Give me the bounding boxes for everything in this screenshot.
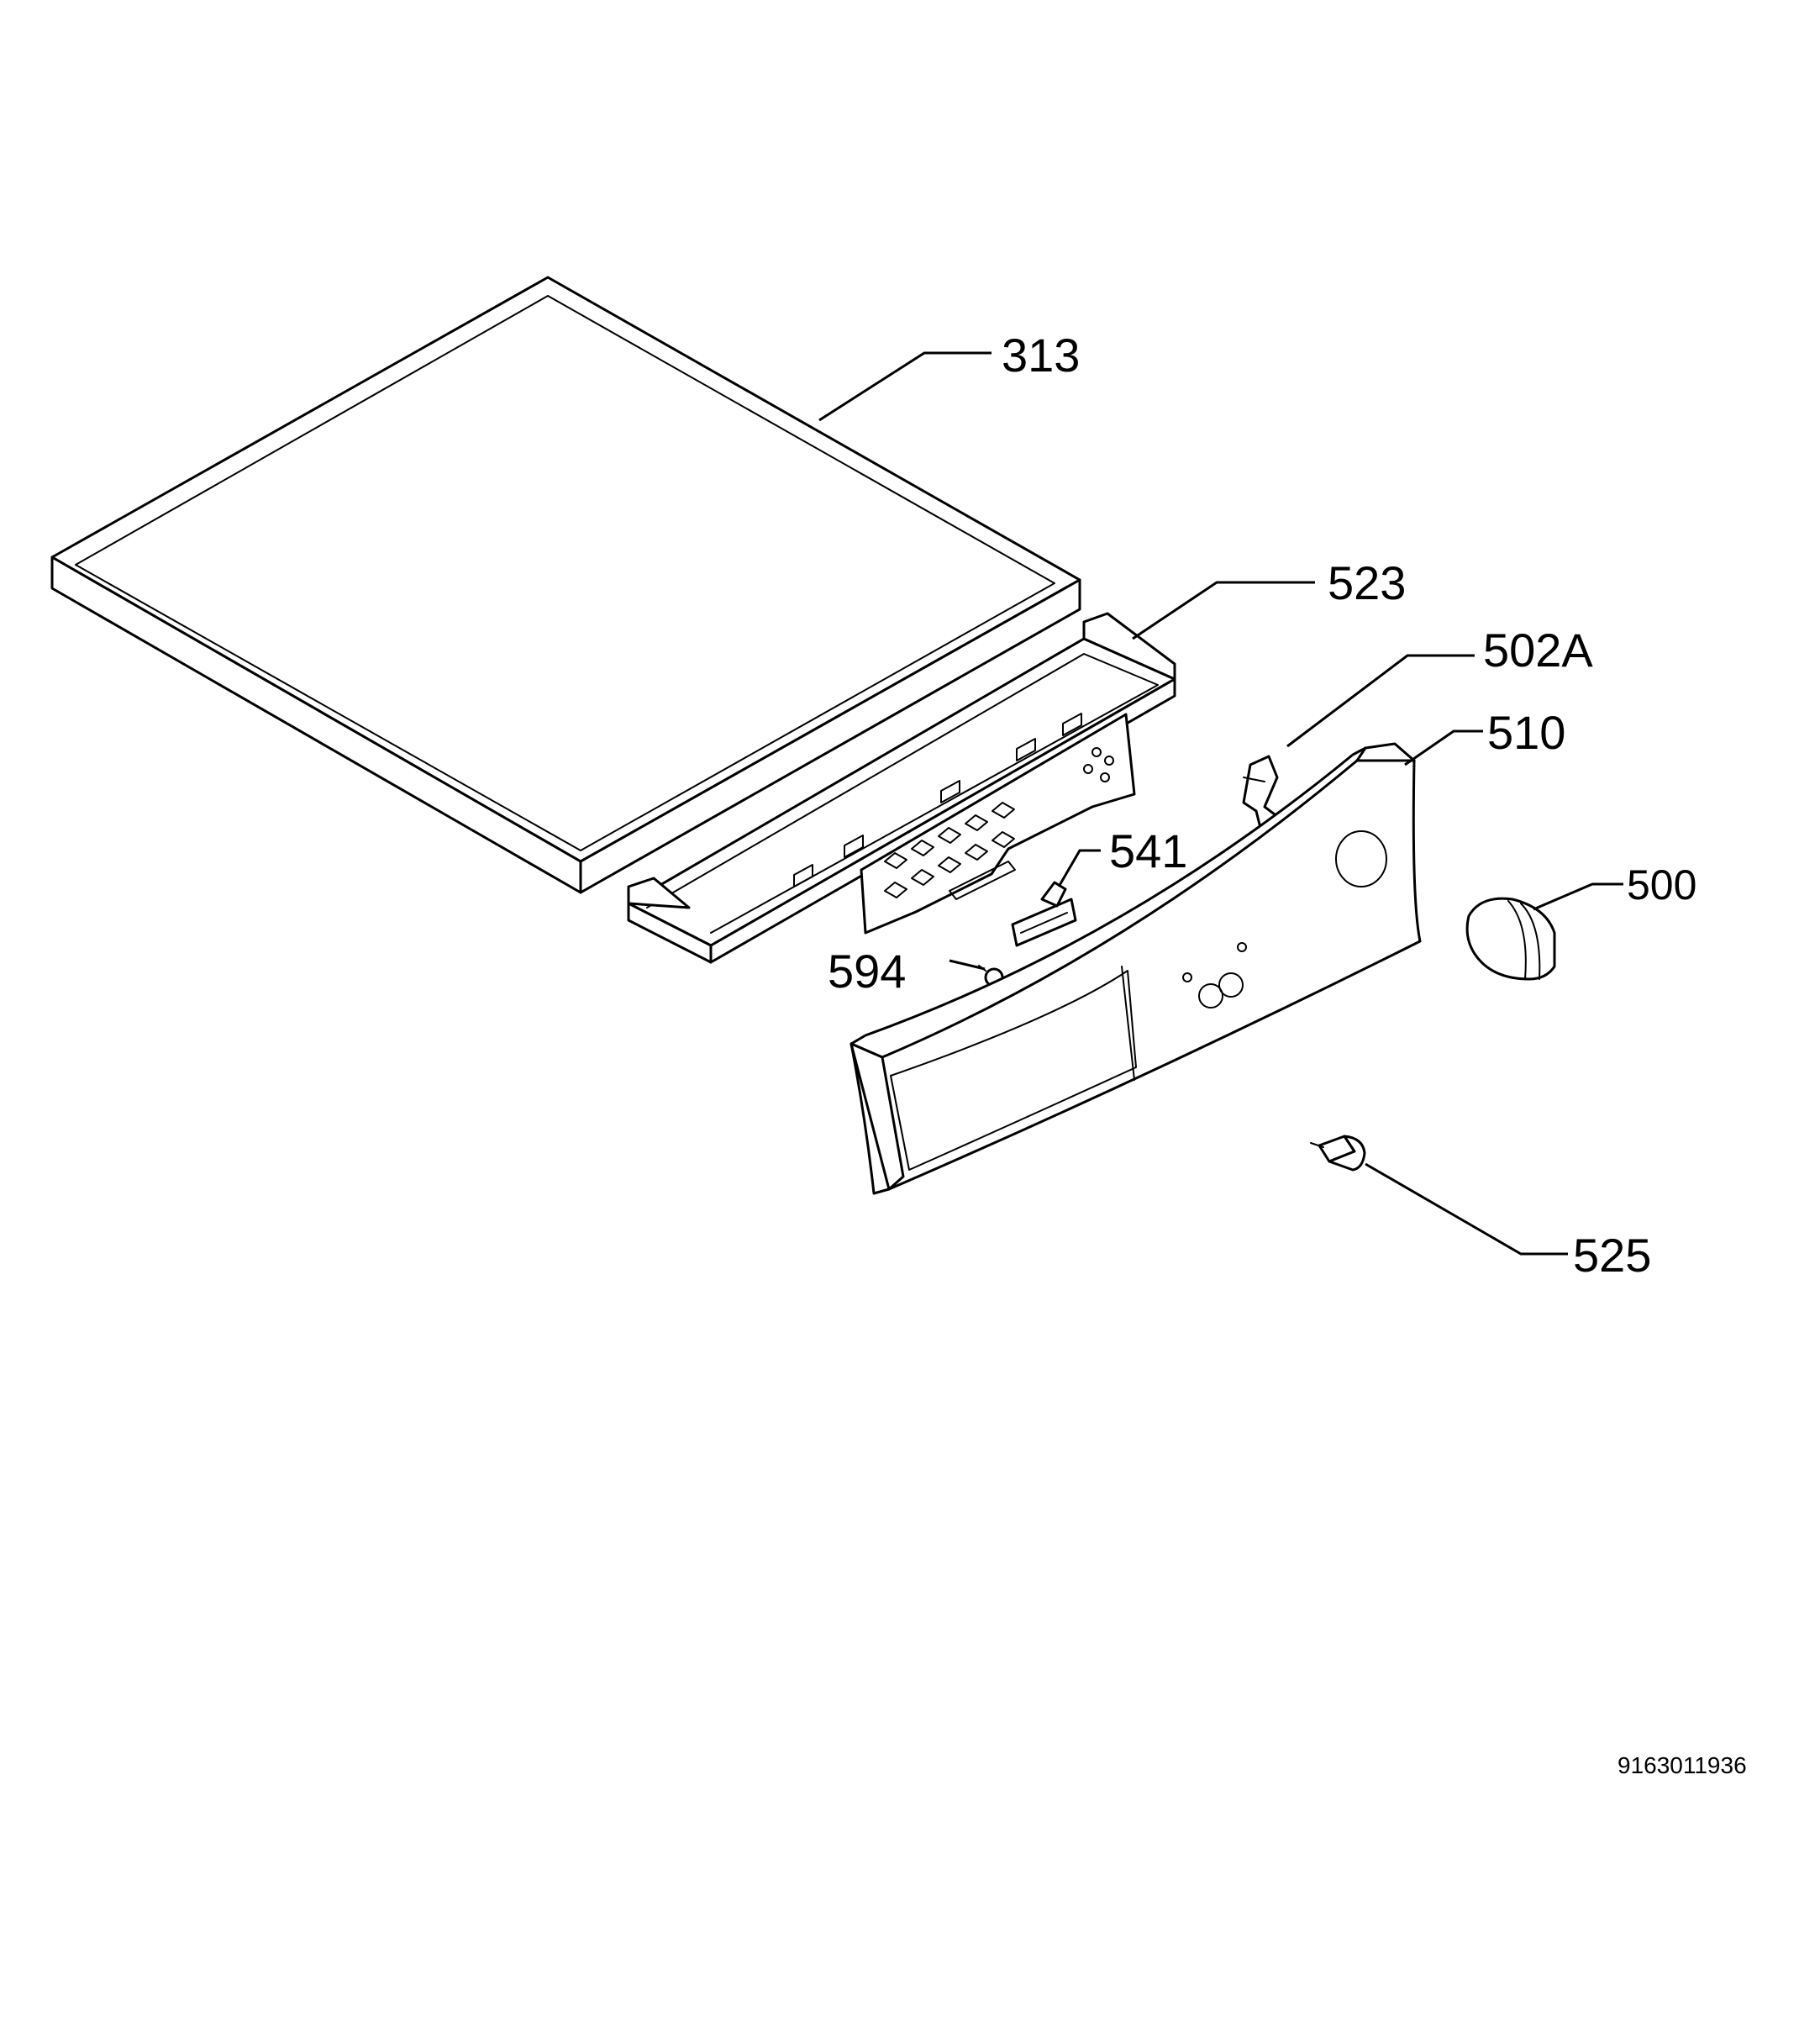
- leader-525: [1365, 1162, 1568, 1256]
- leader-541: [1057, 849, 1101, 887]
- label-510: 510: [1487, 706, 1565, 759]
- label-500: 500: [1627, 861, 1696, 908]
- document-id: 9163011936: [1617, 1752, 1747, 1778]
- leader-502a: [1286, 654, 1475, 748]
- label-502a: 502A: [1483, 624, 1593, 677]
- label-594: 594: [828, 945, 906, 998]
- leader-594: [949, 959, 986, 971]
- leader-lines: [818, 351, 1623, 1256]
- label-541: 541: [1109, 824, 1187, 877]
- part-500-knob: [1465, 897, 1556, 981]
- part-313-worktop: [50, 276, 1081, 894]
- part-541-connector: [1011, 881, 1077, 947]
- label-525: 525: [1573, 1229, 1651, 1282]
- leader-510: [1404, 729, 1483, 766]
- leader-500: [1533, 882, 1623, 911]
- part-523-bracket: [627, 612, 1176, 964]
- part-525-push-button: [1310, 1135, 1366, 1172]
- leader-523: [1132, 581, 1315, 640]
- part-510-control-panel: [850, 742, 1422, 1195]
- label-523: 523: [1328, 556, 1406, 609]
- label-313: 313: [1002, 329, 1080, 382]
- leader-313: [818, 351, 992, 422]
